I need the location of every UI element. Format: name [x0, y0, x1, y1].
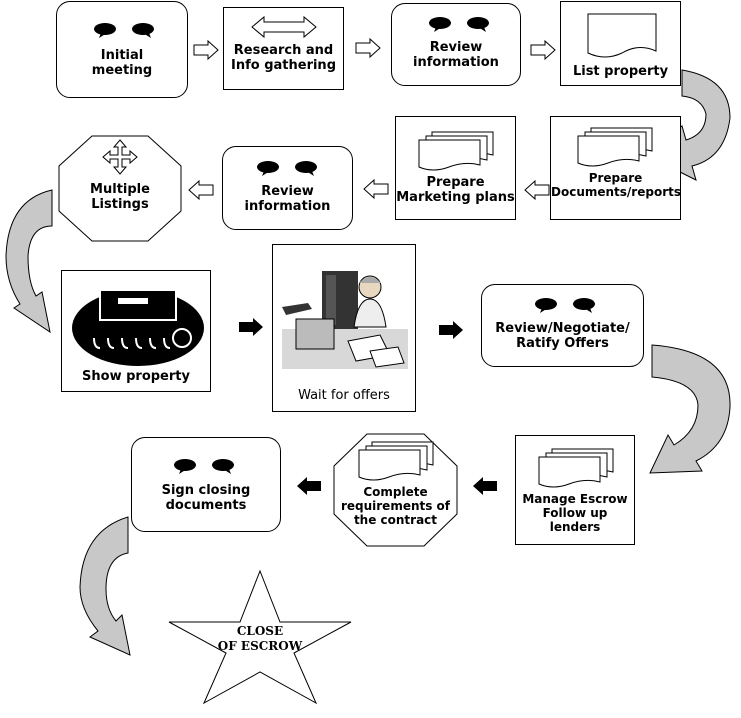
curved-arrow-down — [5, 189, 53, 334]
flow-arrow-right — [239, 318, 263, 336]
octagon-shape — [58, 135, 182, 242]
flow-arrow-left — [473, 477, 497, 495]
step-label-line: Info gathering — [231, 58, 336, 73]
step-label-line: Ratify Offers — [516, 336, 609, 351]
four-way-arrows-icon — [102, 139, 138, 175]
step-review-information-2: Review information — [222, 146, 353, 230]
step-review-negotiate: Review/Negotiate/ Ratify Offers — [481, 284, 644, 367]
document-icon — [587, 13, 657, 58]
speech-bubbles-icon — [94, 23, 154, 38]
stacked-documents-icon — [358, 441, 434, 481]
step-label-line: meeting — [91, 63, 153, 78]
office-worker-icon — [282, 271, 408, 369]
curved-arrow-down — [649, 344, 731, 474]
stacked-documents-icon — [577, 127, 653, 167]
step-wait-offers: Wait for offers — [272, 244, 416, 412]
step-review-information-1: Review information — [391, 3, 521, 86]
tractor-icon — [72, 289, 204, 366]
step-sign-closing: Sign closing documents — [131, 437, 281, 532]
speech-bubbles-icon — [174, 459, 234, 474]
flow-arrow-left — [188, 180, 214, 200]
step-label-line: Follow up — [542, 506, 608, 520]
stacked-documents-icon — [538, 448, 614, 488]
step-multiple-listings: Multiple Listings — [58, 135, 182, 242]
step-label-line: Wait for offers — [298, 388, 390, 403]
flow-arrow-right — [193, 40, 219, 60]
step-research: Research and Info gathering — [223, 7, 344, 90]
stacked-documents-icon — [418, 131, 494, 171]
step-complete-requirements: Complete requirements of the contract — [333, 433, 458, 547]
step-label-line: Review — [429, 40, 483, 55]
step-label-line: lenders — [549, 520, 601, 534]
step-label-line: CLOSE — [236, 624, 284, 638]
flow-arrow-left — [297, 477, 321, 495]
double-arrow-icon — [251, 15, 317, 39]
speech-bubbles-icon — [429, 17, 489, 32]
step-label-line: the contract — [353, 513, 438, 527]
flow-arrow-right — [439, 321, 463, 339]
flow-arrow-left — [524, 180, 550, 200]
step-close-of-escrow: CLOSE OF ESCROW — [168, 569, 352, 705]
step-label-line: Marketing plans — [396, 190, 515, 205]
step-label-line: Review/Negotiate/ — [495, 321, 630, 336]
step-list-property: List property — [560, 1, 681, 86]
step-label-line: documents — [165, 498, 247, 513]
step-label-line: Initial — [100, 48, 144, 63]
step-prepare-documents: Prepare Documents/reports — [550, 116, 681, 220]
step-label-line: Documents/reports — [551, 185, 681, 199]
flow-arrow-right — [355, 38, 381, 58]
step-label-line: Listings — [91, 197, 149, 212]
step-label-line: List property — [572, 64, 669, 79]
star-shape — [168, 569, 352, 705]
step-label-line: OF ESCROW — [217, 639, 303, 653]
step-label-line: Research and — [233, 43, 334, 58]
step-label-line: Prepare — [588, 171, 643, 185]
step-prepare-marketing: Prepare Marketing plans — [395, 116, 516, 220]
speech-bubbles-icon — [535, 298, 595, 313]
step-label-line: Complete — [363, 485, 428, 499]
step-manage-escrow: Manage Escrow Follow up lenders — [515, 435, 635, 545]
step-label-line: Multiple — [90, 182, 150, 197]
step-label-line: information — [244, 199, 331, 214]
step-initial-meeting: Initial meeting — [56, 1, 188, 98]
speech-bubbles-icon — [257, 161, 317, 176]
step-show-property: Show property — [61, 270, 211, 392]
step-label-line: Prepare — [426, 175, 485, 190]
step-label-line: Sign closing — [161, 483, 251, 498]
curved-arrow-down — [79, 516, 131, 656]
step-label-line: Manage Escrow — [522, 492, 628, 506]
step-label-line: Review — [261, 184, 314, 199]
flow-arrow-right — [530, 40, 556, 60]
step-label-line: information — [413, 55, 499, 70]
step-label-line: Show property — [82, 369, 190, 384]
step-label-line: requirements of — [340, 499, 451, 513]
flow-arrow-left — [363, 179, 389, 199]
